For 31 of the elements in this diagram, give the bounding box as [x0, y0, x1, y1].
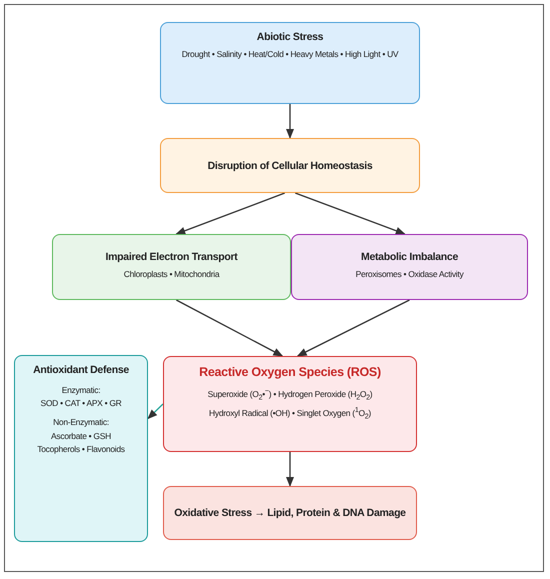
outcome-box: [163, 486, 417, 540]
node-text: Non-Enzymatic:: [53, 417, 109, 428]
process-box: [291, 234, 528, 300]
process-box: [160, 138, 420, 193]
process-box: [163, 356, 417, 452]
process-box: [160, 22, 420, 104]
defense-box: [14, 355, 148, 542]
node-title: Disruption of Cellular Homeostasis: [208, 160, 372, 172]
node-text: Chloroplasts • Mitochondria: [124, 269, 220, 280]
node-title: Antioxidant Defense: [33, 364, 129, 376]
arrow: [286, 452, 294, 487]
arrow: [286, 104, 294, 139]
node-text: SOD • CAT • APX • GR: [40, 398, 122, 408]
node-title: Metabolic Imbalance: [361, 251, 458, 263]
node-title: Reactive Oxygen Species (ROS): [199, 365, 381, 379]
node-title: Abiotic Stress: [256, 31, 324, 43]
node-text: Drought • Salinity • Heat/Cold • Heavy Metals • High Light • UV: [182, 49, 398, 60]
node-text: Hydroxyl Radical (•OH) • Singlet Oxygen ($^{1}$O$_{2}$): [209, 406, 371, 421]
node-text: Peroxisomes • Oxidase Activity: [356, 269, 464, 280]
node-text: Superoxide (O$_{2}$•$^{−}$) • Hydrogen Peroxide (H$_{2}$O$_{2}$): [208, 387, 372, 402]
arrow: [294, 192, 406, 235]
process-box: [52, 234, 291, 300]
node-text: Enzymatic:: [62, 385, 100, 396]
arrow: [175, 192, 286, 235]
node-title: Impaired Electron Transport: [106, 251, 238, 263]
arrow: [147, 404, 164, 420]
arrow: [296, 299, 410, 357]
node-title: Oxidative Stress → Lipid, Protein & DNA Damage: [174, 507, 406, 519]
arrow: [176, 299, 284, 357]
node-text: Ascorbate • GSH: [51, 430, 111, 441]
node-text: Tocopherols • Flavonoids: [37, 444, 125, 454]
